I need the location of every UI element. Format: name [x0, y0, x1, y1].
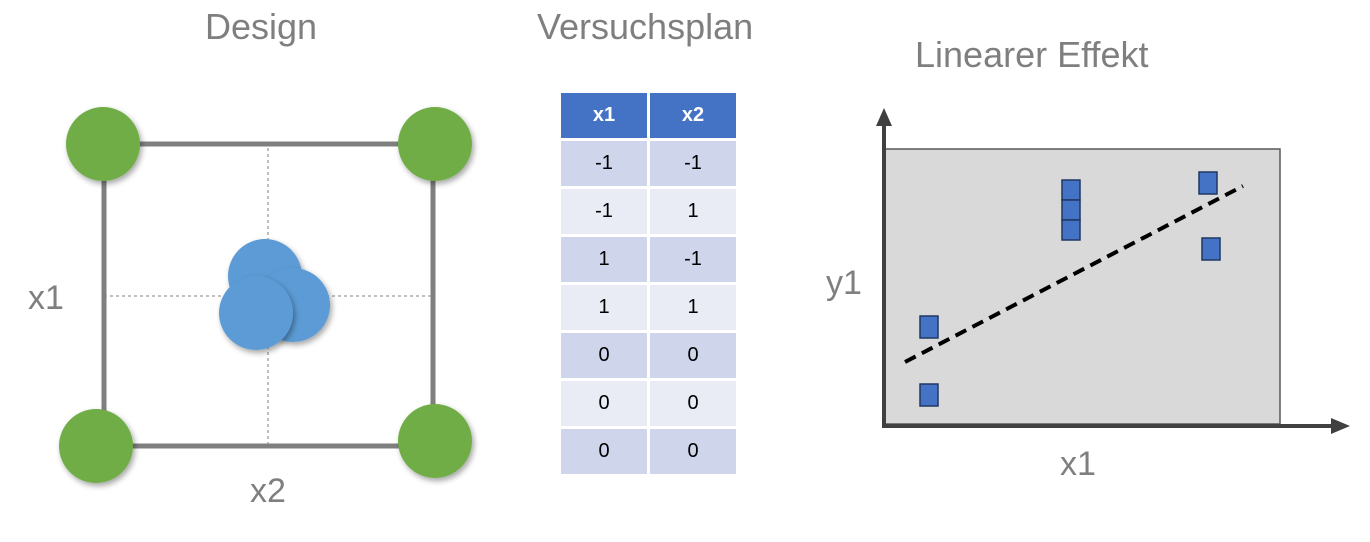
design-x1-label: x1	[28, 279, 64, 317]
design-x2-label: x2	[250, 472, 286, 510]
table-row: 1 1	[558, 282, 739, 333]
table-cell: -1	[558, 186, 650, 237]
effect-title: Linearer Effekt	[915, 34, 1149, 75]
table-cell: 0	[647, 426, 739, 477]
table-cell: 0	[558, 426, 650, 477]
corner-point-top-right	[398, 107, 472, 181]
table-row: -1 1	[558, 186, 739, 237]
table-row: 1 -1	[558, 234, 739, 285]
data-point-1	[919, 315, 939, 339]
table-cell: 1	[647, 282, 739, 333]
data-point-4	[1061, 199, 1081, 221]
center-point-3	[219, 276, 293, 350]
table-cell: 1	[558, 282, 650, 333]
data-point-7	[1201, 237, 1221, 261]
plan-header-row: x1 x2	[558, 90, 739, 141]
effect-x-label: x1	[1060, 445, 1096, 483]
data-point-3	[1061, 179, 1081, 201]
corner-point-top-left	[66, 107, 140, 181]
data-point-6	[1198, 171, 1218, 195]
table-row: -1 -1	[558, 138, 739, 189]
data-point-2	[919, 383, 939, 407]
effect-plot-area	[883, 148, 1281, 425]
table-cell: 1	[647, 186, 739, 237]
table-cell: 0	[647, 330, 739, 381]
plan-header-x1: x1	[558, 90, 650, 141]
plan-header-x2: x2	[647, 90, 739, 141]
table-cell: -1	[647, 234, 739, 285]
corner-point-bottom-right	[398, 404, 472, 478]
data-point-5	[1061, 219, 1081, 241]
table-cell: 1	[558, 234, 650, 285]
table-cell: 0	[558, 330, 650, 381]
plan-title: Versuchsplan	[537, 6, 754, 47]
effect-y-label: y1	[826, 264, 862, 302]
table-row: 0 0	[558, 378, 739, 429]
table-cell: 0	[647, 378, 739, 429]
table-cell: -1	[558, 138, 650, 189]
corner-point-bottom-left	[59, 409, 133, 483]
design-title: Design	[205, 6, 318, 47]
table-row: 0 0	[558, 330, 739, 381]
table-row: 0 0	[558, 426, 739, 477]
y-axis-arrow-icon	[876, 108, 892, 126]
plan-table: x1 x2 -1 -1 -1 1 1 -1 1 1 0 0 0 0 0	[558, 90, 739, 477]
x-axis-arrow-icon	[1331, 418, 1350, 434]
table-cell: -1	[647, 138, 739, 189]
table-cell: 0	[558, 378, 650, 429]
trend-line	[904, 184, 1244, 364]
design-square	[101, 141, 436, 449]
